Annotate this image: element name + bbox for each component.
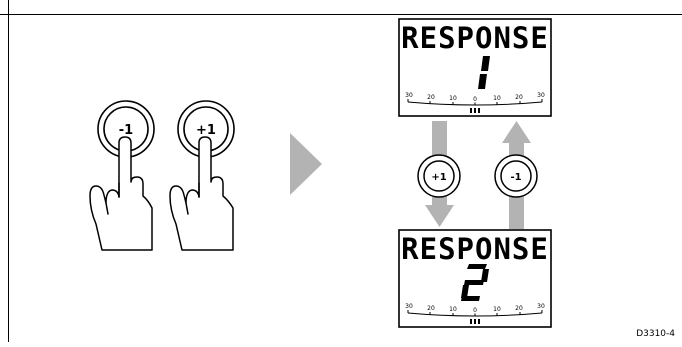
scale-label: 30	[405, 303, 413, 310]
scale-label: 0	[473, 96, 477, 103]
scale-label: 10	[449, 306, 457, 313]
reference-code: D3310-4	[636, 329, 675, 339]
display-bottom-scale	[407, 310, 543, 317]
mid-minus-button-group: -1	[494, 154, 538, 198]
mid-minus-button[interactable]	[500, 160, 532, 192]
scale-label: 10	[493, 95, 501, 102]
pointing-hand-icon	[169, 136, 234, 251]
right-arrow-icon	[290, 133, 322, 195]
scale-label: 20	[427, 94, 435, 101]
display-top: RESPONSE 1 30 20 10 0 10 20 30	[398, 18, 552, 117]
display-bottom-digit	[461, 264, 489, 301]
scale-label: 30	[537, 303, 545, 310]
display-top-scale	[407, 99, 543, 106]
scale-label: 20	[515, 94, 523, 101]
mid-plus-button-group: +1	[417, 154, 461, 198]
left-minus-button-group: -1	[97, 100, 155, 158]
scale-label: 20	[515, 305, 523, 312]
left-minus-button-label: -1	[119, 123, 133, 138]
pointing-hand-icon	[89, 136, 153, 251]
display-top-title: RESPONSE	[401, 21, 549, 55]
scale-label: 10	[493, 306, 501, 313]
left-plus-button-label: +1	[196, 123, 216, 138]
mid-minus-button-label: -1	[510, 172, 521, 183]
mid-plus-button[interactable]	[423, 160, 455, 192]
display-top-frame	[398, 18, 552, 117]
display-top-scale-labels: 30 20 10 0 10 20 30	[405, 92, 545, 103]
scale-label: 30	[405, 92, 413, 99]
display-bottom-title: RESPONSE	[401, 232, 549, 266]
display-bottom-frame	[398, 229, 552, 328]
display-top-pointer	[470, 108, 480, 113]
display-bottom-pointer	[470, 319, 480, 324]
mid-plus-button-label: +1	[431, 172, 446, 183]
scale-label: 20	[427, 305, 435, 312]
display-bottom-scale-labels: 30 20 10 0 10 20 30	[405, 303, 545, 314]
display-top-digit	[478, 56, 490, 89]
scale-label: 10	[449, 95, 457, 102]
scale-label: 30	[537, 92, 545, 99]
display-bottom: RESPONSE 2 30 20 10 0 10 20	[398, 229, 552, 328]
scale-label: 0	[473, 307, 477, 314]
